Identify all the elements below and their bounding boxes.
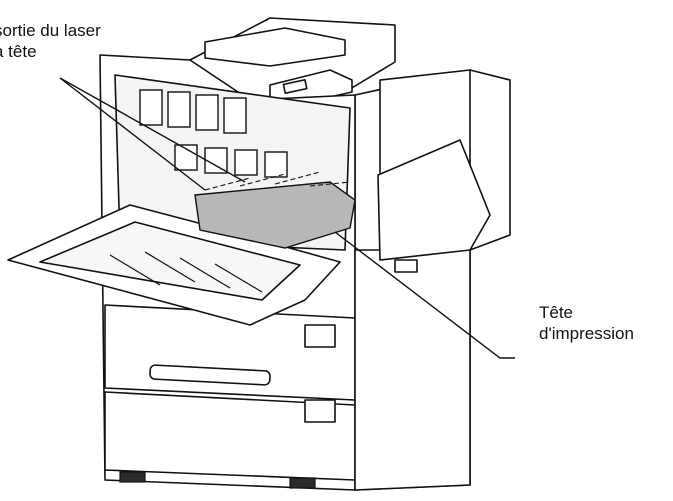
front-door-inner	[39, 221, 301, 301]
side-door-flap	[377, 139, 491, 261]
toner-cartridge	[223, 97, 247, 134]
callout-print-head: Tête d'impression	[539, 302, 634, 344]
drawer-window-lower	[304, 399, 336, 423]
printer-foot	[119, 471, 146, 483]
toner-cartridge	[264, 151, 288, 178]
printer-top-tray	[204, 27, 346, 67]
toner-cartridge	[204, 147, 228, 174]
printer-foot	[289, 477, 316, 489]
toner-cartridge	[195, 94, 219, 131]
door-rib	[109, 254, 161, 286]
callout-head-line1: Tête	[539, 303, 574, 322]
control-panel-display	[282, 79, 308, 94]
toner-cartridge	[139, 89, 163, 126]
side-cabinet	[354, 249, 471, 491]
toner-cartridge	[234, 149, 258, 176]
callout-laser-line1: sortie du laser	[0, 21, 101, 40]
callout-laser-line2: a tête	[0, 42, 37, 61]
callout-head-line2: d'impression	[539, 324, 634, 343]
drawer-handle	[149, 364, 271, 386]
door-rib	[144, 251, 196, 283]
leader-line-head	[334, 231, 515, 359]
door-rib	[214, 263, 263, 293]
leader-line-laser-2	[59, 77, 246, 183]
leader-line-laser	[59, 77, 206, 191]
side-cabinet-slot	[394, 259, 418, 273]
callout-laser-output: sortie du laser a tête	[0, 20, 101, 62]
toner-cartridge	[167, 91, 191, 128]
drawer-window-upper	[304, 324, 336, 348]
print-head-unit	[194, 181, 356, 249]
door-rib	[179, 257, 231, 289]
